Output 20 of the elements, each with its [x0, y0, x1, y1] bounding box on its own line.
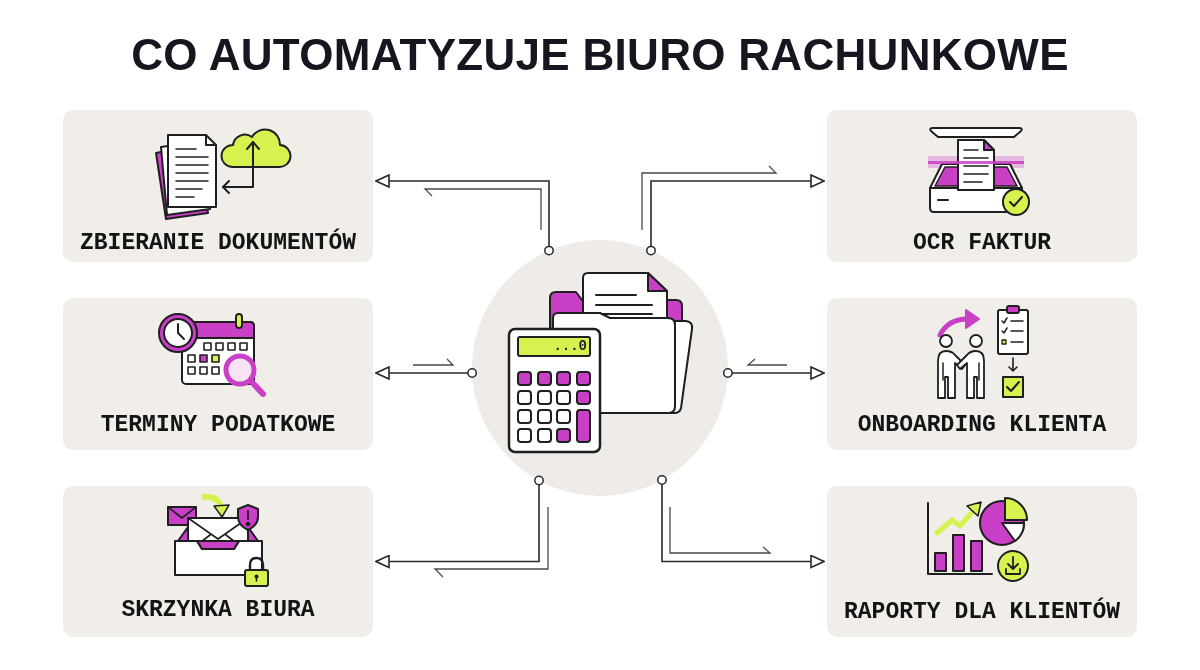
diagram-title: CO AUTOMATYZUJE BIURO RACHUNKOWE	[131, 29, 1069, 81]
connector-arrow	[375, 366, 478, 380]
card-label: RAPORTY DLA KLIENTÓW	[843, 599, 1120, 625]
card-label: SKRZYNKA BIURA	[121, 597, 315, 623]
card-label: OCR FAKTUR	[913, 230, 1051, 256]
connector-arrow	[375, 475, 544, 569]
feature-card	[63, 298, 373, 450]
card-label: TERMINY PODATKOWE	[100, 412, 336, 438]
connector-arrow	[657, 475, 825, 569]
feature-card	[63, 486, 373, 637]
feature-card	[827, 110, 1137, 262]
feature-card	[827, 298, 1137, 450]
card-label: ZBIERANIE DOKUMENTÓW	[79, 230, 356, 256]
connector-arrow	[646, 174, 825, 256]
connector-arrow	[722, 366, 825, 380]
connector-arrow	[375, 174, 554, 256]
feature-card	[63, 110, 373, 262]
feature-card	[827, 486, 1137, 637]
calculator-display-text: ...0	[553, 338, 587, 354]
card-label: ONBOARDING KLIENTA	[857, 412, 1107, 438]
